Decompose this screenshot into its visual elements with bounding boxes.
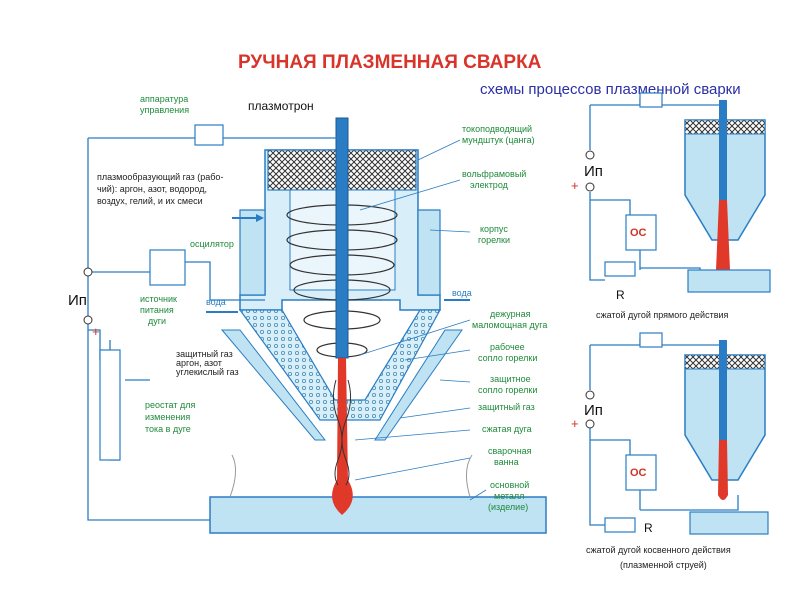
label-current-1: токоподводящий: [462, 124, 532, 134]
protective-nozzle-right: [374, 329, 463, 441]
scheme-bottom-arc: [718, 440, 728, 500]
scheme-bottom-electrode: [719, 340, 727, 480]
label-protective-2: сопло горелки: [478, 385, 537, 395]
control-apparatus-box: [194, 124, 224, 146]
scheme-bottom-plus: +: [571, 416, 579, 431]
scheme-bottom-oc-box: [625, 454, 657, 491]
label-base-1: основной: [490, 480, 529, 490]
label-rheostat-1: реостат для: [145, 400, 195, 410]
label-small-2: аргон, азот: [176, 358, 222, 368]
oscillator-box: [149, 249, 186, 286]
page-title: РУЧНАЯ ПЛАЗМЕННАЯ СВАРКА: [238, 52, 542, 73]
scheme-top-switch: [639, 92, 663, 108]
arc-spiral-2: [341, 379, 352, 486]
label-plasmatron: плазмотрон: [248, 99, 314, 113]
label-tungsten-2: электрод: [470, 180, 509, 190]
scheme-top-r: R: [616, 288, 625, 302]
label-ip: Ип: [68, 292, 87, 309]
label-gas-2: чий): аргон, азот, водород,: [97, 184, 207, 194]
scheme-top-oc: ОС: [630, 227, 647, 239]
label-gas-3: воздух, гелий, и их смеси: [97, 196, 203, 206]
leader-lines: [354, 139, 487, 501]
label-rheostat-2: изменения: [145, 412, 190, 422]
label-working-1: рабочее: [490, 342, 525, 352]
terminal-plus: [83, 315, 93, 325]
terminal-minus: [83, 267, 93, 277]
scheme-top-arc: [716, 200, 730, 278]
label-base-2: металл: [494, 491, 524, 501]
scheme-bottom-wiring: [589, 338, 739, 526]
scheme-top-caption: сжатой дугой прямого действия: [596, 310, 729, 320]
scheme-bottom-terminal-minus: [585, 390, 595, 400]
label-duty-2: маломощная дуга: [472, 320, 547, 330]
scheme-top-resistor: [604, 261, 636, 277]
scheme-top-terminal-plus: [585, 182, 595, 192]
scheme-bottom-ip: Ип: [584, 402, 603, 419]
label-weld-1: сварочная: [488, 446, 532, 456]
scheme-bottom-resistor: [604, 517, 636, 533]
scheme-bottom-terminal-plus: [585, 419, 595, 429]
scheme-bottom-caption-1: сжатой дугой косвенного действия: [586, 545, 731, 555]
label-gas-1: плазмообразующий газ (рабо-: [97, 172, 223, 182]
body-left-wall: [239, 209, 266, 296]
scheme-bottom-workpiece: [689, 511, 769, 535]
scheme-top-ip: Ип: [584, 163, 603, 180]
label-small-3: углекислый газ: [176, 367, 239, 377]
page-subtitle: схемы процессов плазменной сварки: [480, 81, 741, 98]
label-current-2: мундштук (цанга): [462, 135, 535, 145]
label-body-2: горелки: [478, 235, 510, 245]
scheme-top-oc-box: [625, 214, 657, 251]
label-base-3: (изделие): [488, 502, 528, 512]
label-source-1: источник: [140, 294, 177, 304]
label-rheostat-3: тока в дуге: [145, 424, 191, 434]
label-tungsten-1: вольфрамовый: [462, 169, 526, 179]
label-small-1: защитный газ: [176, 349, 233, 359]
label-water-out: вода: [452, 288, 472, 298]
label-control-2: управления: [140, 105, 189, 115]
rheostat-box: [99, 349, 121, 461]
tungsten-electrode: [335, 117, 349, 359]
label-water-in: вода: [206, 297, 226, 307]
label-shield-gas: защитный газ: [478, 402, 535, 412]
scheme-top-workpiece: [687, 269, 771, 293]
scheme-top-electrode: [719, 100, 727, 240]
scheme-bottom-caption-2: (плазменной струей): [620, 560, 707, 570]
label-arc: сжатая дуга: [482, 424, 532, 434]
scheme-bottom-oc: ОС: [630, 467, 647, 479]
label-body-1: корпус: [480, 224, 508, 234]
label-source-2: питания: [140, 305, 174, 315]
scheme-bottom-r: R: [644, 521, 653, 535]
label-source-3: дуги: [148, 316, 166, 326]
scheme-top-plus: +: [571, 178, 579, 193]
label-oscillator: осцилятор: [190, 239, 234, 249]
label-weld-2: ванна: [494, 457, 519, 467]
label-working-2: сопло горелки: [478, 353, 537, 363]
scheme-bottom-switch: [639, 332, 663, 348]
gas-inlet-arrow-head: [256, 214, 264, 222]
label-duty-1: дежурная: [490, 309, 531, 319]
label-control-1: аппаратура: [140, 94, 188, 104]
heat-lines: [229, 454, 473, 498]
protective-nozzle-left: [220, 329, 327, 441]
scheme-top-terminal-minus: [585, 150, 595, 160]
body-right-wall: [417, 209, 441, 296]
base-metal: [209, 496, 547, 534]
label-protective-1: защитное: [490, 374, 531, 384]
plus-sign: +: [92, 324, 100, 339]
